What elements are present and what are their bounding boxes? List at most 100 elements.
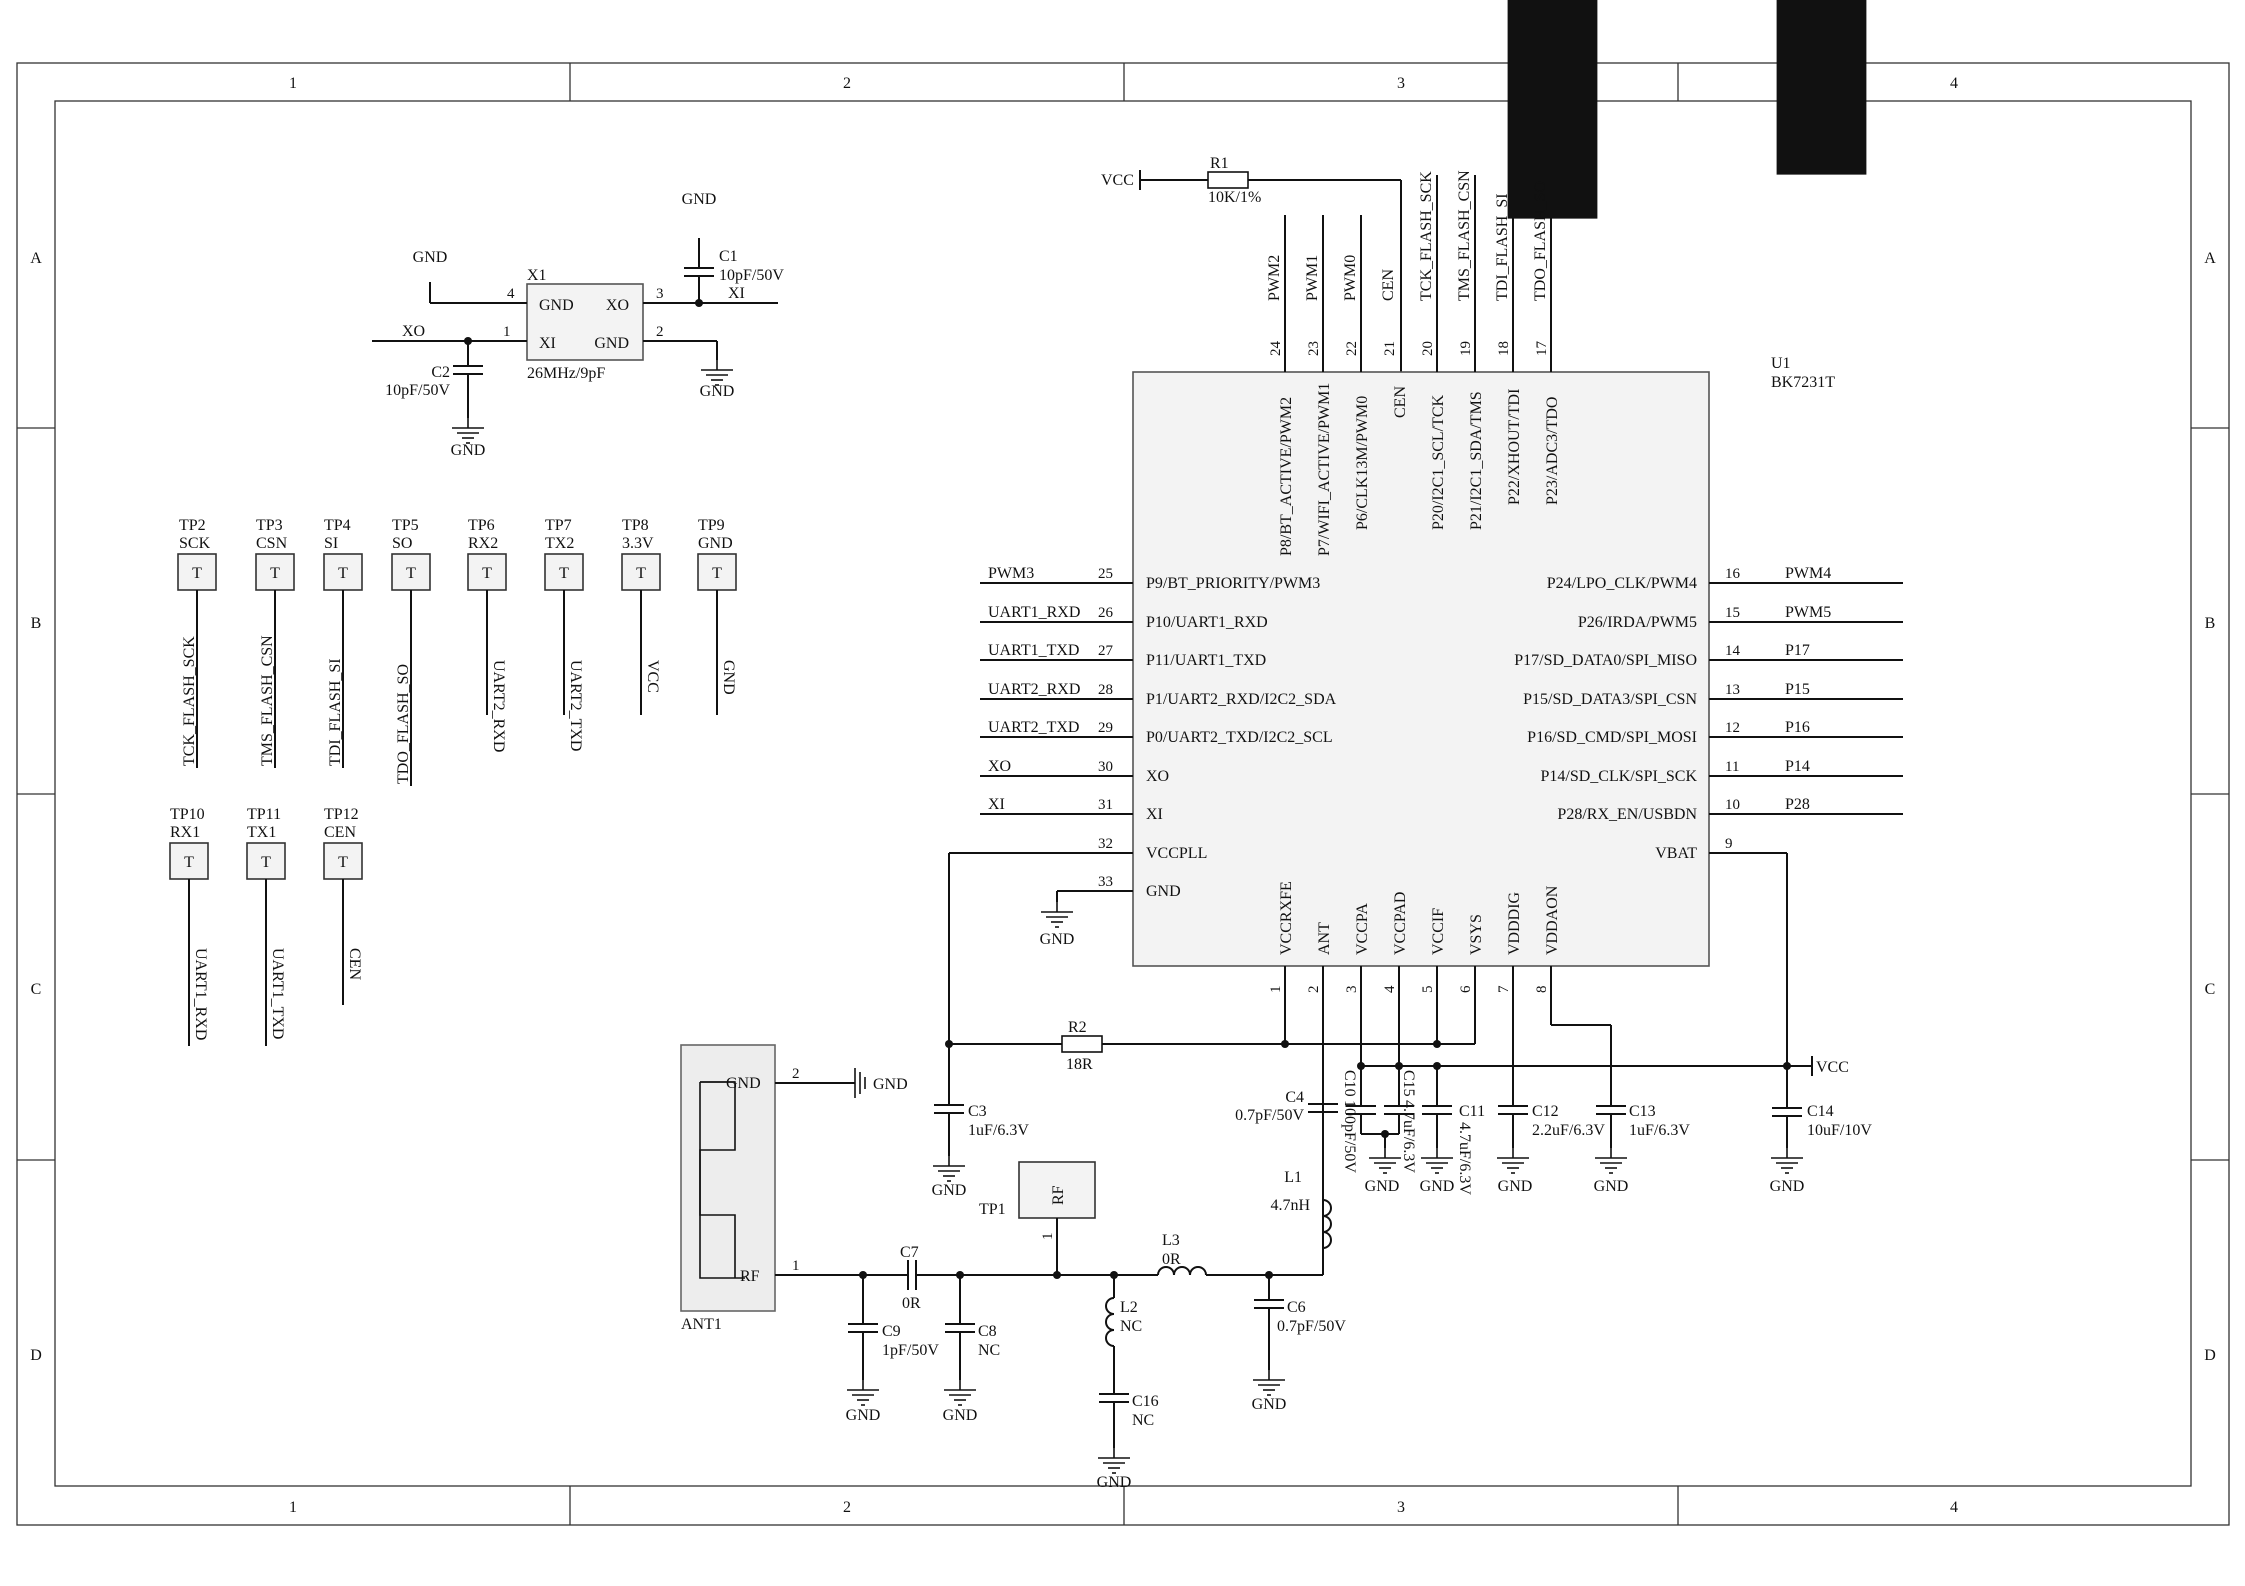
l3-value: 0R bbox=[1162, 1251, 1181, 1268]
frame-col-2-top: 2 bbox=[843, 75, 851, 92]
tp9-glyph: T bbox=[712, 565, 722, 582]
tp6-net: UART2_RXD bbox=[490, 660, 507, 752]
u1-pin22-name: P6/CLK13M/PWM0 bbox=[1354, 396, 1371, 530]
l2-ref: L2 bbox=[1120, 1299, 1138, 1316]
u1-pin29-num: 29 bbox=[1098, 720, 1113, 736]
net-uart2-txd-left: UART2_TXD bbox=[988, 719, 1079, 736]
crystal-pin-xi-label: XI bbox=[539, 335, 556, 352]
u1-pin25-name: P9/BT_PRIORITY/PWM3 bbox=[1146, 575, 1320, 592]
c12-value: 2.2uF/6.3V bbox=[1532, 1122, 1605, 1139]
tp1-ref: TP1 bbox=[979, 1201, 1006, 1218]
c6-value: 0.7pF/50V bbox=[1277, 1318, 1346, 1335]
tp3-net: TMS_FLASH_CSN bbox=[259, 635, 276, 766]
u1-pin2-name: ANT bbox=[1316, 922, 1333, 955]
u1-pin8-name: VDDAON bbox=[1544, 885, 1561, 955]
tp12-glyph: T bbox=[338, 854, 348, 871]
test-point-tp7: TP7 TX2 T UART2_TXD bbox=[544, 517, 584, 751]
tp8-label: 3.3V bbox=[622, 535, 654, 552]
u1-pin9-num: 9 bbox=[1725, 836, 1733, 852]
u1-pin27-num: 27 bbox=[1098, 643, 1114, 659]
test-point-tp4: TP4 SI T TDI_FLASH_SI bbox=[323, 517, 363, 768]
test-point-tp11: TP11 TX1 T UART1_TXD bbox=[246, 806, 286, 1046]
u1-pin5-name: VCCIF bbox=[1430, 908, 1447, 955]
frame-row-b-right: B bbox=[2205, 615, 2216, 632]
frame-col-1-bottom: 1 bbox=[289, 1499, 297, 1516]
u1-body bbox=[1132, 371, 1710, 967]
net-p28-right: P28 bbox=[1785, 796, 1810, 813]
u1-right-pins: 16 15 14 13 12 11 10 9 P24/LPO_CLK/PWM4 … bbox=[1514, 565, 1903, 862]
tp4-net: TDI_FLASH_SI bbox=[327, 658, 344, 766]
u1-pin5-num: 5 bbox=[1420, 986, 1436, 994]
net-pwm0-top: PWM0 bbox=[1342, 255, 1359, 301]
test-point-tp9: TP9 GND T GND bbox=[697, 517, 737, 715]
tp12-net: CEN bbox=[346, 948, 363, 980]
u1-pin20-name: P20/I2C1_SCL/TCK bbox=[1430, 394, 1447, 530]
u1-ref: U1 bbox=[1771, 355, 1791, 372]
gnd-label-c9: GND bbox=[846, 1407, 881, 1424]
u1-pin9-name: VBAT bbox=[1655, 845, 1697, 862]
tp9-ref: TP9 bbox=[698, 517, 725, 534]
r2-body bbox=[1061, 1035, 1103, 1053]
gnd-label-c8: GND bbox=[943, 1407, 978, 1424]
u1-pin18-num: 18 bbox=[1496, 341, 1512, 356]
tp2-ref: TP2 bbox=[179, 517, 206, 534]
c16-value: NC bbox=[1132, 1412, 1154, 1429]
tp10-glyph: T bbox=[184, 854, 194, 871]
net-pwm2-top: PWM2 bbox=[1266, 255, 1283, 301]
net-p15-right: P15 bbox=[1785, 681, 1810, 698]
c9-value: 1pF/50V bbox=[882, 1342, 939, 1359]
u1-pin16-name: P24/LPO_CLK/PWM4 bbox=[1547, 575, 1697, 592]
c7-ref: C7 bbox=[900, 1244, 919, 1261]
tp6-glyph: T bbox=[482, 565, 492, 582]
u1-pin23-name: P7/WIFI_ACTIVE/PWM1 bbox=[1316, 383, 1333, 556]
gnd-label-c1: GND bbox=[682, 191, 717, 208]
crystal-pin4-num: 4 bbox=[507, 286, 515, 302]
crystal-x1 bbox=[526, 283, 644, 361]
tp2-net: TCK_FLASH_SCK bbox=[181, 636, 198, 766]
gnd-label-u1-pin33: GND bbox=[1040, 931, 1075, 948]
crystal-pin2-num: 2 bbox=[656, 324, 664, 340]
u1-pin8-num: 8 bbox=[1534, 986, 1550, 994]
u1-pin31-num: 31 bbox=[1098, 797, 1113, 813]
u1-pin3-num: 3 bbox=[1344, 986, 1360, 994]
gnd-label-antenna: GND bbox=[873, 1076, 908, 1093]
tp11-label: TX1 bbox=[247, 824, 276, 841]
u1-pin24-name: P8/BT_ACTIVE/PWM2 bbox=[1278, 397, 1295, 556]
crystal-ref: X1 bbox=[527, 267, 547, 284]
gnd-label-x1-pin2: GND bbox=[700, 383, 735, 400]
c9-ref: C9 bbox=[882, 1323, 901, 1340]
tp10-label: RX1 bbox=[170, 824, 200, 841]
tp7-net: UART2_TXD bbox=[567, 660, 584, 751]
c2-value: 10pF/50V bbox=[385, 382, 450, 399]
u1-pin2-num: 2 bbox=[1306, 986, 1322, 994]
test-point-tp2: TP2 SCK T TCK_FLASH_SCK bbox=[177, 517, 217, 768]
r1-pullup: VCC R1 10K/1% bbox=[1101, 155, 1402, 372]
u1-pin12-num: 12 bbox=[1725, 720, 1740, 736]
u1-top-pins: PWM2 PWM1 PWM0 CEN TCK_FLASH_SCK TMS_FLA… bbox=[1266, 170, 1561, 556]
u1-pin27-name: P11/UART1_TXD bbox=[1146, 652, 1266, 669]
u1-left-pins: PWM3 UART1_RXD UART1_TXD UART2_RXD UART2… bbox=[949, 565, 1337, 948]
u1-pin15-name: P26/IRDA/PWM5 bbox=[1578, 614, 1697, 631]
c11-ref: C11 bbox=[1459, 1103, 1485, 1120]
c4-value: 0.7pF/50V bbox=[1235, 1107, 1304, 1124]
frame-col-2-bottom: 2 bbox=[843, 1499, 851, 1516]
gnd-label-c12: GND bbox=[1498, 1178, 1533, 1195]
gnd-label-c14: GND bbox=[1770, 1178, 1805, 1195]
r2-value: 18R bbox=[1066, 1056, 1093, 1073]
u1-pin20-num: 20 bbox=[1420, 341, 1436, 356]
net-p16-right: P16 bbox=[1785, 719, 1810, 736]
u1-pin11-num: 11 bbox=[1725, 759, 1739, 775]
frame-col-3-top: 3 bbox=[1397, 75, 1405, 92]
tp11-ref: TP11 bbox=[247, 806, 281, 823]
net-pwm1-top: PWM1 bbox=[1304, 255, 1321, 301]
c3-ref: C3 bbox=[968, 1103, 987, 1120]
crystal-pin-xo-label: XO bbox=[606, 297, 629, 314]
c10-ref: C10 bbox=[1341, 1070, 1358, 1097]
c13-value: 1uF/6.3V bbox=[1629, 1122, 1690, 1139]
u1-pin14-num: 14 bbox=[1725, 643, 1741, 659]
crystal-circuit: X1 GND XO XI GND 26MHz/9pF 4 GND 3 XI GN… bbox=[372, 0, 2245, 459]
frame-col-4-bottom: 4 bbox=[1950, 1499, 1958, 1516]
tp7-label: TX2 bbox=[545, 535, 574, 552]
tp8-ref: TP8 bbox=[622, 517, 649, 534]
